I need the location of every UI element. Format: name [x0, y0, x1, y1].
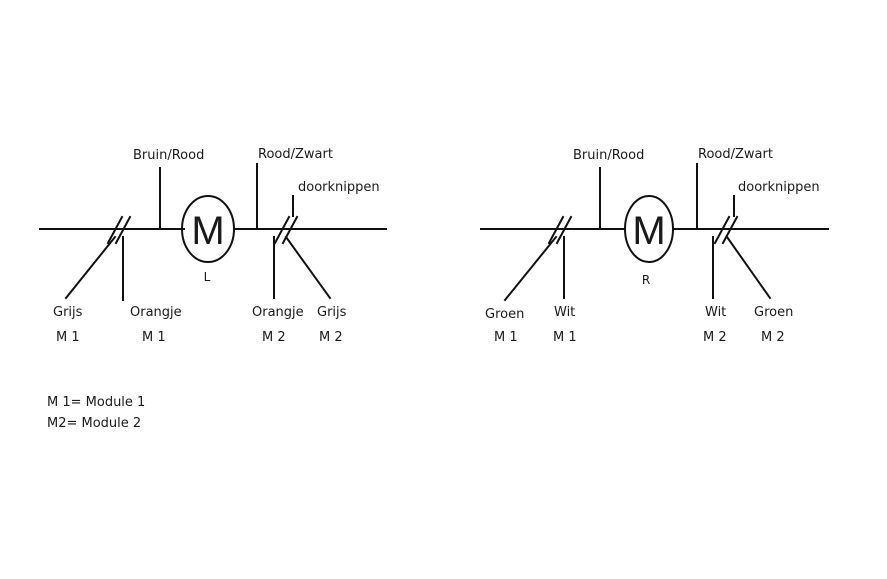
right-module-m2-a: M 2: [703, 330, 727, 345]
right-label-doorknippen: doorknippen: [738, 180, 820, 195]
left-label-orangje-m2: Orangje: [252, 305, 304, 320]
left-wiring-diagram: [39, 163, 387, 301]
left-label-grijs-m1: Grijs: [53, 305, 83, 320]
right-label-groen-m2: Groen: [754, 305, 793, 320]
left-break-mark-3: [273, 215, 291, 245]
left-label-rood-zwart: Rood/Zwart: [258, 147, 333, 162]
left-module-m1-a: M 1: [56, 330, 80, 345]
right-label-bruin-rood: Bruin/Rood: [573, 148, 644, 163]
left-module-m2-b: M 2: [319, 330, 343, 345]
module-legend: M 1= Module 1 M2= Module 2: [47, 392, 145, 434]
left-motor-circle: [181, 195, 235, 263]
left-leader-grijs-m2: [284, 235, 332, 300]
right-labels: M R Bruin/Rood Rood/Zwart doorknippen Gr…: [485, 147, 820, 345]
left-motor-letter: M: [191, 209, 224, 253]
right-leader-groen-m1: [503, 235, 558, 302]
left-label-orangje-m1: Orangje: [130, 305, 182, 320]
right-wiring-diagram: [480, 163, 829, 302]
left-motor-sub: L: [204, 270, 211, 284]
right-break-mark-4: [721, 215, 739, 245]
left-module-m2-a: M 2: [262, 330, 286, 345]
right-label-wit-m2: Wit: [705, 305, 726, 320]
right-break-mark-3: [713, 215, 731, 245]
right-motor-letter: M: [632, 209, 665, 253]
left-module-m1-b: M 1: [142, 330, 166, 345]
left-labels: M L Bruin/Rood Rood/Zwart doorknippen Gr…: [53, 147, 380, 345]
right-module-m1-b: M 1: [553, 330, 577, 345]
legend-line-module-1: M 1= Module 1: [47, 395, 146, 410]
left-label-bruin-rood: Bruin/Rood: [133, 148, 204, 163]
right-leader-groen-m2: [725, 235, 772, 300]
right-label-groen-m1: Groen: [485, 307, 524, 322]
left-break-mark-1: [106, 215, 124, 245]
right-motor-circle: [624, 195, 674, 263]
left-break-mark-4: [281, 215, 299, 245]
left-break-mark-2: [114, 215, 132, 245]
left-label-doorknippen: doorknippen: [298, 180, 380, 195]
right-break-mark-1: [547, 215, 565, 245]
right-label-rood-zwart: Rood/Zwart: [698, 147, 773, 162]
left-label-grijs-m2: Grijs: [317, 305, 347, 320]
right-label-wit-m1: Wit: [554, 305, 575, 320]
right-module-m2-b: M 2: [761, 330, 785, 345]
left-leader-grijs-m1: [64, 235, 117, 300]
right-motor-sub: R: [642, 273, 650, 287]
right-module-m1-a: M 1: [494, 330, 518, 345]
legend-line-module-2: M2= Module 2: [47, 416, 142, 431]
right-break-mark-2: [555, 215, 573, 245]
